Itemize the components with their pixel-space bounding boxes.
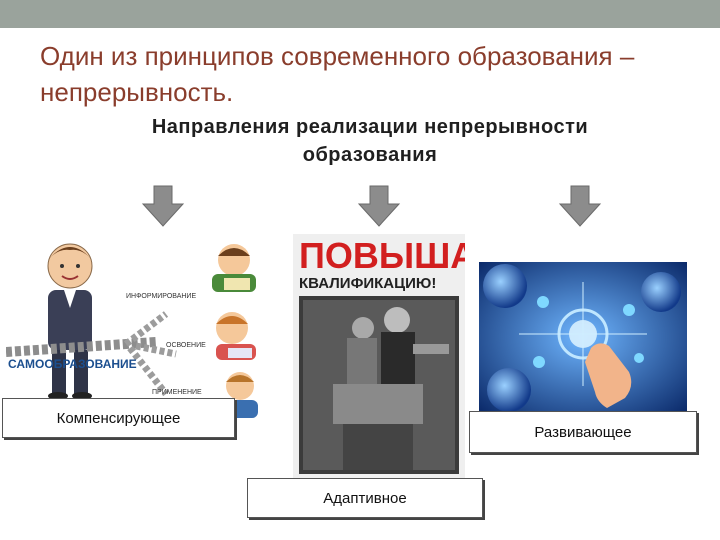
box-adaptive: Адаптивное bbox=[247, 478, 483, 518]
globe-icon bbox=[483, 264, 527, 308]
rope-graphic bbox=[6, 311, 177, 397]
down-arrow-icon-right bbox=[558, 185, 602, 227]
self-education-illustration: САМООБРАЗОВАНИЕ ИНФОРМИРОВАНИЕ ОСВОЕНИЕ … bbox=[6, 243, 258, 418]
box-developing-label: Развивающее bbox=[534, 423, 632, 441]
label-informing: ИНФОРМИРОВАНИЕ bbox=[126, 293, 196, 300]
hand-pointer-icon bbox=[585, 343, 632, 408]
down-arrow-icon-middle bbox=[357, 185, 401, 227]
box-compensatory: Компенсирующее bbox=[2, 398, 235, 438]
rope-label: САМООБРАЗОВАНИЕ bbox=[8, 357, 137, 371]
label-applying: ПРИМЕНЕНИЕ bbox=[152, 389, 202, 396]
down-arrow-icon-left bbox=[141, 185, 185, 227]
box-developing: Развивающее bbox=[469, 411, 697, 453]
box-adaptive-label: Адаптивное bbox=[323, 489, 407, 507]
slide-title: Один из принципов современного образован… bbox=[40, 41, 635, 107]
globe-icon bbox=[487, 368, 531, 412]
child-cartoon-middle bbox=[216, 312, 256, 360]
top-bar bbox=[0, 0, 720, 28]
label-mastering: ОСВОЕНИЕ bbox=[166, 342, 206, 349]
globe-icon bbox=[641, 272, 681, 312]
boy-figure bbox=[47, 243, 93, 400]
child-cartoon-top bbox=[212, 244, 256, 292]
slide-subtitle: Направления реализации непрерывности обр… bbox=[151, 116, 589, 166]
poster-headline: ПОВЫШАЙ bbox=[299, 234, 465, 276]
digital-development-image bbox=[479, 262, 687, 412]
box-compensatory-label: Компенсирующее bbox=[56, 409, 181, 427]
poster-subline: КВАЛИФИКАЦИЮ! bbox=[299, 275, 436, 292]
qualification-poster-image: ПОВЫШАЙ КВАЛИФИКАЦИЮ! bbox=[293, 234, 465, 478]
